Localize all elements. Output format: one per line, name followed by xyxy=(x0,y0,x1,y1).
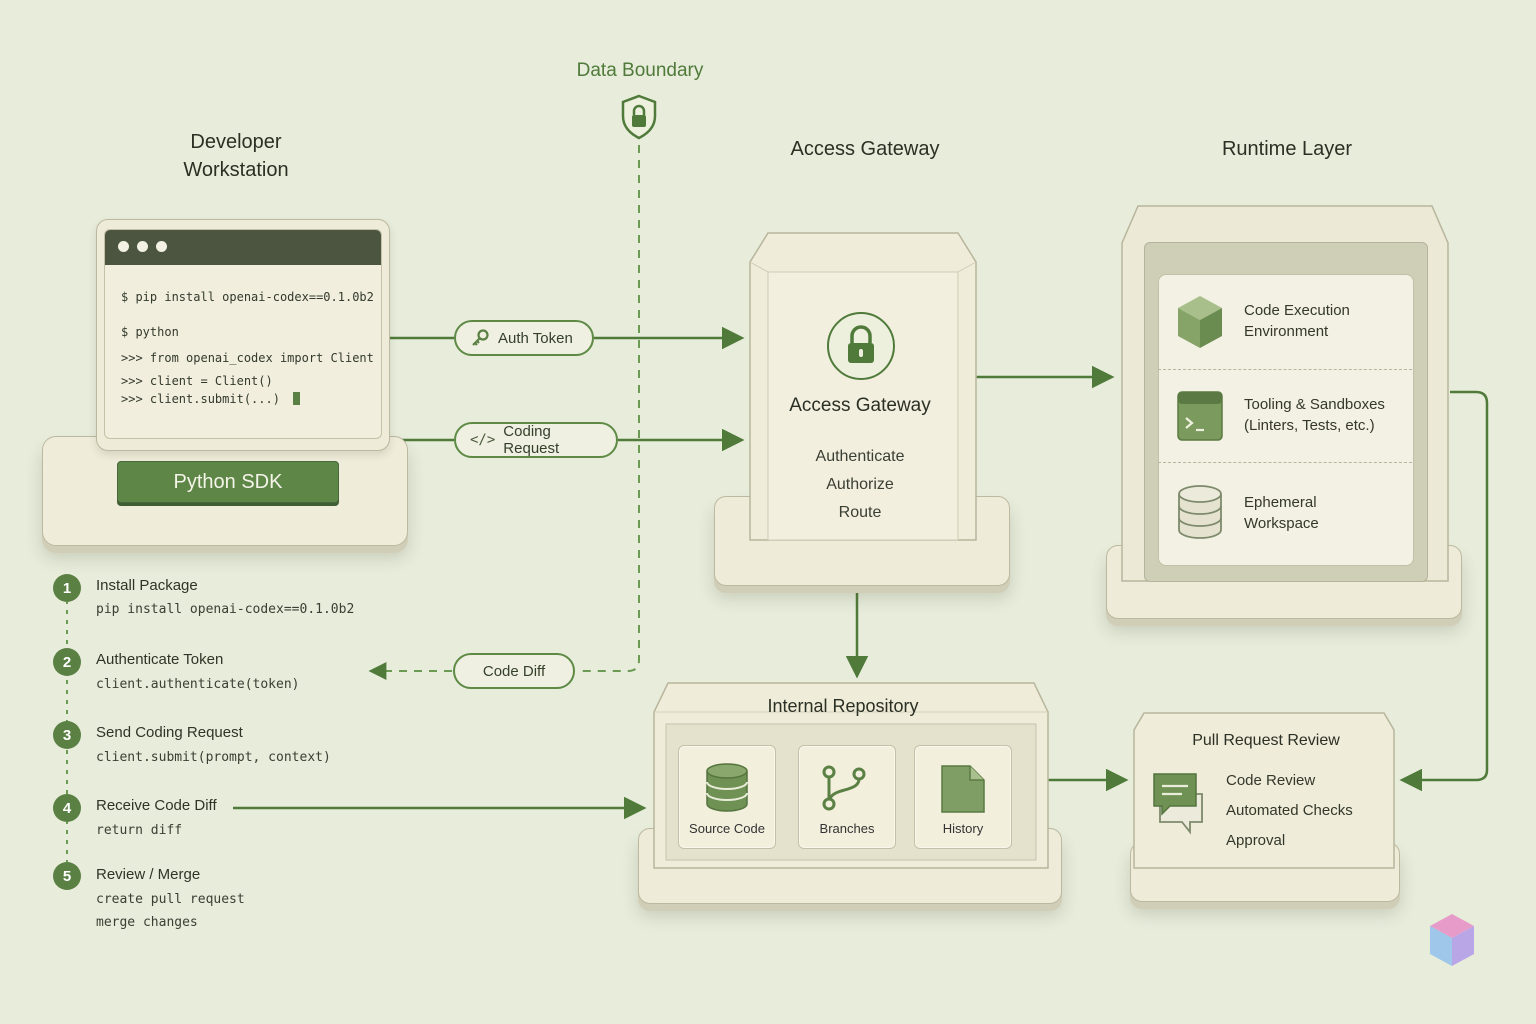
step-number: 4 xyxy=(53,794,81,822)
gateway-item: Authenticate xyxy=(815,448,905,465)
data-boundary-line xyxy=(578,145,640,672)
runtime-item-tooling: Tooling & Sandboxes (Linters, Tests, etc… xyxy=(1158,382,1412,460)
step-title: Send Coding Request xyxy=(96,724,243,741)
auth-token-pill: Auth Token xyxy=(454,320,594,356)
pr-item: Code Review xyxy=(1226,772,1316,789)
runtime-divider xyxy=(1158,462,1412,463)
coding-request-pill: </> Coding Request xyxy=(454,422,618,458)
cube-icon xyxy=(1178,296,1222,348)
database-icon xyxy=(706,763,748,812)
gateway-item: Route xyxy=(838,504,882,521)
runtime-pr-arrow xyxy=(1399,390,1489,792)
code-brackets-icon: </> xyxy=(470,432,496,448)
window-dot-icon xyxy=(118,241,129,252)
repo-tile-history: History xyxy=(914,745,1012,849)
logo-cube-icon xyxy=(1430,914,1474,966)
terminal-line: $ pip install openai-codex==0.1.0b2 xyxy=(121,290,374,304)
repo-title: Internal Repository xyxy=(767,696,919,716)
gateway-header: Access Gateway xyxy=(790,138,940,160)
gateway-item: Authorize xyxy=(826,476,894,493)
runtime-item-workspace: Ephemeral Workspace xyxy=(1158,478,1412,556)
terminal-window: $ pip install openai-codex==0.1.0b2 $ py… xyxy=(104,229,382,439)
step-number: 3 xyxy=(53,721,81,749)
code-diff-pill: Code Diff xyxy=(453,653,575,689)
window-dot-icon xyxy=(156,241,167,252)
document-icon xyxy=(941,765,985,813)
python-sdk-button[interactable]: Python SDK xyxy=(117,461,339,503)
pr-item: Automated Checks xyxy=(1226,802,1353,819)
runtime-divider xyxy=(1158,369,1412,370)
runtime-item-execution: Code Execution Environment xyxy=(1158,288,1412,366)
cursor-icon xyxy=(293,392,301,405)
terminal-window-icon xyxy=(1177,391,1223,441)
step-title: Review / Merge xyxy=(96,866,201,883)
step-number: 5 xyxy=(53,862,81,890)
repo-tile-branches: Branches xyxy=(798,745,896,849)
pr-block xyxy=(1133,712,1395,869)
step-title: Authenticate Token xyxy=(96,651,224,668)
window-dot-icon xyxy=(137,241,148,252)
chat-bubbles-icon xyxy=(1153,773,1203,835)
runtime-header: Runtime Layer xyxy=(1221,138,1353,160)
step-code: client.submit(prompt, context) xyxy=(96,750,331,765)
data-boundary-label: Data Boundary xyxy=(576,60,704,81)
repo-tile-source: Source Code xyxy=(678,745,776,849)
step-code: merge changes xyxy=(96,915,198,930)
step-title: Receive Code Diff xyxy=(96,797,217,814)
gateway-title: Access Gateway xyxy=(789,395,931,416)
step-title: Install Package xyxy=(96,577,198,594)
shield-lock-icon xyxy=(621,94,657,140)
lock-icon xyxy=(827,312,895,380)
gateway-block xyxy=(749,232,977,541)
step-code: client.authenticate(token) xyxy=(96,677,300,692)
terminal-titlebar xyxy=(105,230,381,265)
step-number: 1 xyxy=(53,574,81,602)
pr-item: Approval xyxy=(1226,832,1286,849)
terminal-line: >>> client = Client() xyxy=(121,374,273,388)
terminal-line: >>> client.submit(...) xyxy=(121,392,301,406)
terminal-line: >>> from openai_codex import Client xyxy=(121,351,374,365)
key-icon xyxy=(472,329,489,346)
git-branch-icon xyxy=(822,765,866,811)
database-icon xyxy=(1178,485,1222,539)
step-code: create pull request xyxy=(96,892,245,907)
step-number: 2 xyxy=(53,648,81,676)
step-code: pip install openai-codex==0.1.0b2 xyxy=(96,602,355,617)
step-code: return diff xyxy=(96,823,183,838)
pr-title: Pull Request Review xyxy=(1192,732,1340,749)
terminal-line: $ python xyxy=(121,325,179,339)
developer-title: Developer Workstation xyxy=(183,131,289,181)
